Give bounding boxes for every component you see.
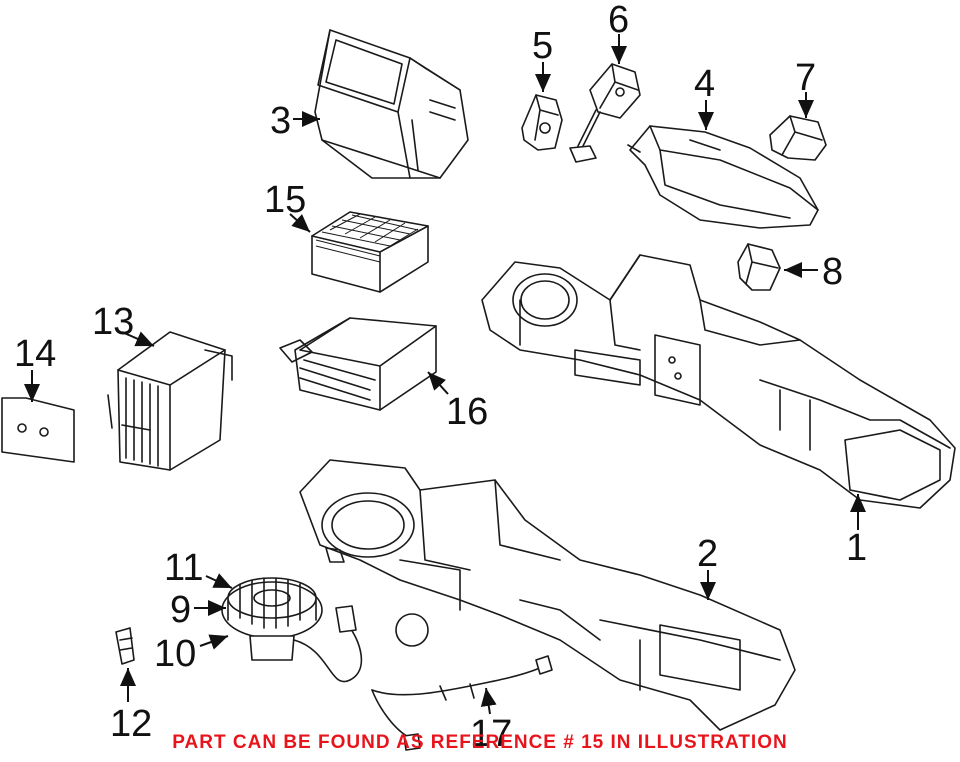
callout-17: 17 bbox=[470, 713, 512, 755]
callout-16: 16 bbox=[446, 391, 488, 433]
part-14-seal-plate bbox=[1, 397, 75, 463]
part-9-10-11-blower-assembly bbox=[221, 577, 363, 683]
arrow-13 bbox=[121, 331, 155, 347]
part-17-wiring-harness bbox=[371, 655, 553, 751]
callout-15: 15 bbox=[264, 179, 306, 221]
callout-12: 12 bbox=[110, 703, 152, 745]
callout-5: 5 bbox=[532, 25, 553, 67]
part-5-actuator bbox=[521, 94, 563, 151]
callout-4: 4 bbox=[694, 63, 715, 105]
part-4-housing-tray bbox=[627, 125, 819, 229]
part-7-actuator bbox=[769, 115, 827, 161]
arrow-11 bbox=[205, 573, 233, 589]
callout-11: 11 bbox=[164, 547, 203, 589]
part-12-resistor bbox=[115, 627, 135, 665]
part-3-housing-cover bbox=[314, 29, 469, 179]
callout-10: 10 bbox=[154, 633, 196, 675]
callout-2: 2 bbox=[697, 533, 718, 575]
callout-14: 14 bbox=[14, 333, 56, 375]
reference-note: PART CAN BE FOUND AS REFERENCE # 15 IN I… bbox=[172, 732, 788, 753]
arrow-16 bbox=[427, 371, 449, 395]
part-13-evaporator-core bbox=[107, 331, 233, 471]
callout-7: 7 bbox=[795, 57, 816, 99]
callout-9: 9 bbox=[170, 589, 191, 631]
arrow-10 bbox=[199, 634, 229, 650]
part-1-upper-housing bbox=[481, 254, 956, 509]
part-16-heater-core bbox=[279, 317, 437, 411]
callout-arrows bbox=[24, 34, 866, 715]
callout-8: 8 bbox=[822, 251, 843, 293]
callout-1: 1 bbox=[846, 527, 867, 569]
callout-6: 6 bbox=[608, 0, 629, 41]
callout-numbers: 3 15 5 6 4 7 8 13 14 16 1 2 11 9 10 12 1… bbox=[14, 0, 867, 755]
part-6-actuator-linkage bbox=[569, 63, 641, 163]
part-15-cabin-filter bbox=[311, 211, 429, 293]
callout-3: 3 bbox=[270, 100, 291, 142]
part-8-actuator bbox=[737, 243, 781, 291]
arrow-15 bbox=[289, 213, 311, 233]
arrow-17 bbox=[480, 687, 497, 715]
part-2-lower-housing bbox=[299, 459, 796, 731]
callout-13: 13 bbox=[92, 301, 134, 343]
